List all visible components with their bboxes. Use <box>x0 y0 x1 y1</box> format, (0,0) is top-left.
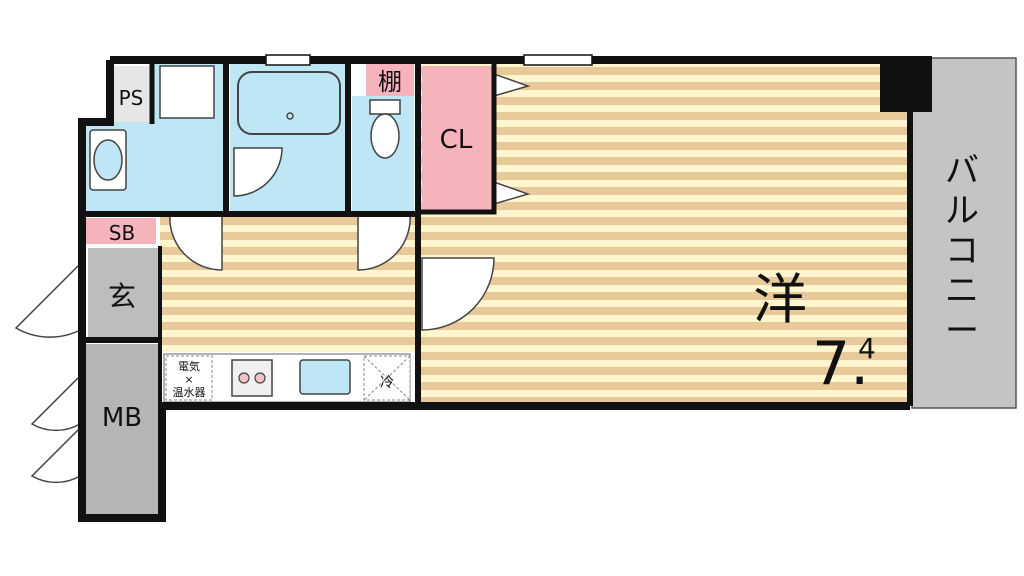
kitchen-sink <box>299 359 351 395</box>
structural-column <box>880 56 932 112</box>
toilet-tank <box>369 99 401 115</box>
door-room <box>421 257 495 331</box>
stove <box>231 359 273 397</box>
label-balcony-5: ー <box>945 311 979 351</box>
label-room-type: 洋 <box>753 268 807 331</box>
washing-machine <box>159 65 215 119</box>
fridge-cross-b <box>363 355 411 401</box>
heater-box <box>165 355 213 401</box>
door-mb-lower <box>30 426 81 484</box>
closet <box>422 66 492 212</box>
label-balcony-3: コ <box>945 231 979 271</box>
label-room-size: 7. <box>812 329 869 399</box>
label-balcony-2: ル <box>945 191 979 231</box>
meter-box <box>84 344 160 514</box>
door-washroom <box>169 213 223 271</box>
label-balcony-4: ニ <box>945 271 979 311</box>
sink-bowl <box>93 139 123 181</box>
walls <box>78 56 913 522</box>
label-shelf: 棚 <box>378 68 402 96</box>
balcony <box>911 57 1017 409</box>
label-ps: PS <box>119 86 144 110</box>
window-bath <box>265 54 311 66</box>
label-entrance: 玄 <box>108 280 136 313</box>
label-room-size-decimal: 4 <box>858 332 876 365</box>
label-balcony-1: バ <box>945 151 979 191</box>
entrance <box>88 248 158 338</box>
burner-right <box>254 372 266 384</box>
toilet-bowl <box>370 113 400 159</box>
label-fridge: 冷 <box>380 375 394 391</box>
label-meter-box: MB <box>102 403 142 433</box>
western-room-floor <box>418 64 908 406</box>
label-shoe-box: SB <box>109 221 135 245</box>
tub-drain <box>286 112 294 120</box>
bathtub <box>237 71 341 135</box>
pipe-space <box>112 66 150 122</box>
label-heater-line2: × <box>184 373 193 386</box>
door-mb-upper <box>30 374 81 432</box>
label-heater-line1: 電気 <box>178 359 200 373</box>
shelf <box>366 64 414 96</box>
burner-left <box>238 372 250 384</box>
door-bath <box>233 147 283 197</box>
label-heater-line3: 温水器 <box>173 386 206 399</box>
window-top <box>523 54 593 66</box>
shoe-box <box>86 218 156 244</box>
door-entrance <box>14 258 85 338</box>
door-toilet <box>357 213 411 271</box>
label-closet: CL <box>440 125 473 155</box>
